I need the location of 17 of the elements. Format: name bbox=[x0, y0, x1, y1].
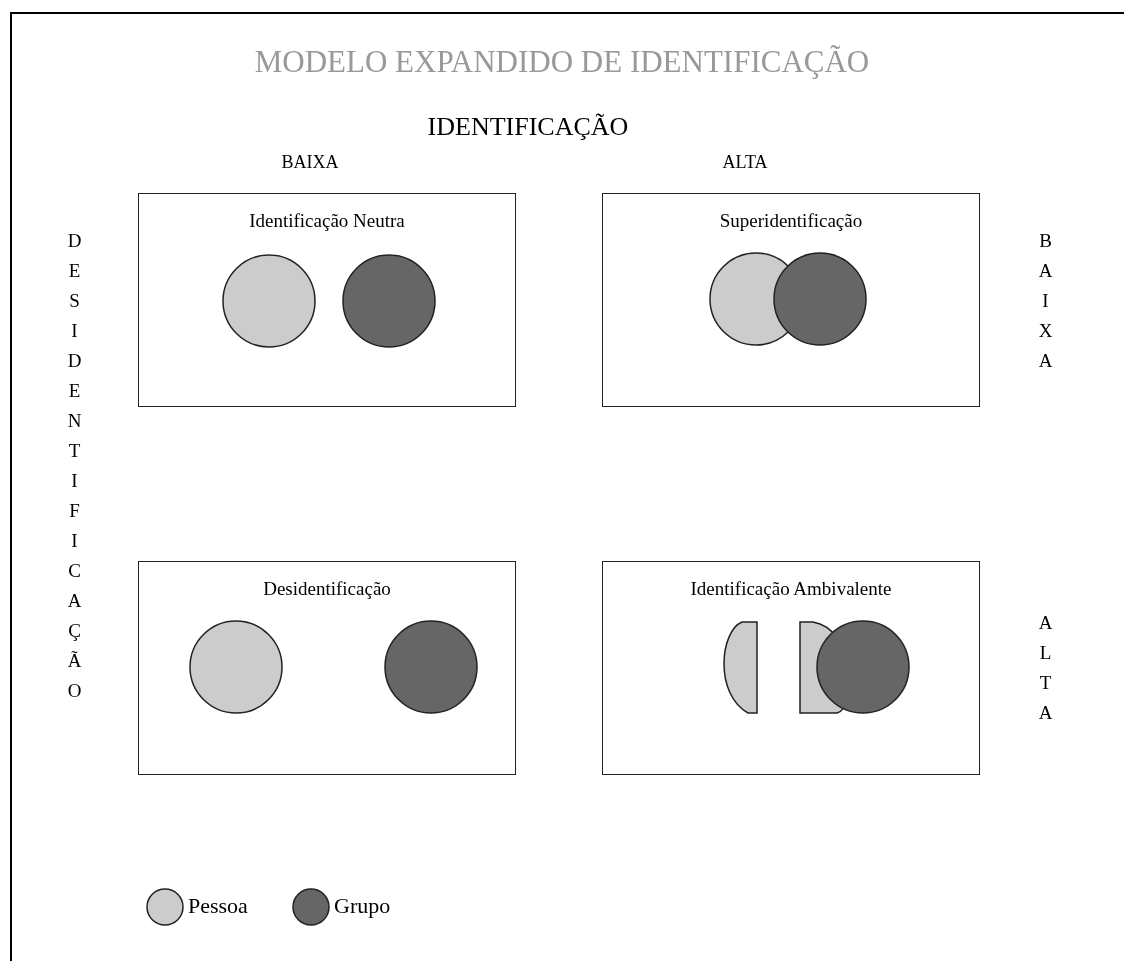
quadrant-box bbox=[602, 561, 980, 775]
axis-label: ALTA bbox=[722, 152, 768, 173]
diagram-title: MODELO EXPANDIDO DE IDENTIFICAÇÃO bbox=[253, 44, 871, 80]
box-title: Desidentificação bbox=[262, 578, 392, 600]
quadrant-box bbox=[138, 561, 516, 775]
axis-label: BAIXA bbox=[1034, 230, 1056, 380]
axis-title: IDENTIFICAÇÃO bbox=[426, 112, 630, 142]
axis-title: DESIDENTIFICAÇÃO bbox=[63, 230, 85, 710]
legend-label: Grupo bbox=[334, 893, 391, 919]
quadrant-box bbox=[138, 193, 516, 407]
box-title: Identificação Neutra bbox=[248, 210, 406, 232]
legend-label: Pessoa bbox=[188, 893, 248, 919]
box-title: Identificação Ambivalente bbox=[689, 578, 893, 600]
quadrant-box bbox=[602, 193, 980, 407]
axis-label: BAIXA bbox=[281, 152, 339, 173]
box-title: Superidentificação bbox=[718, 210, 864, 232]
axis-label: ALTA bbox=[1034, 612, 1056, 732]
